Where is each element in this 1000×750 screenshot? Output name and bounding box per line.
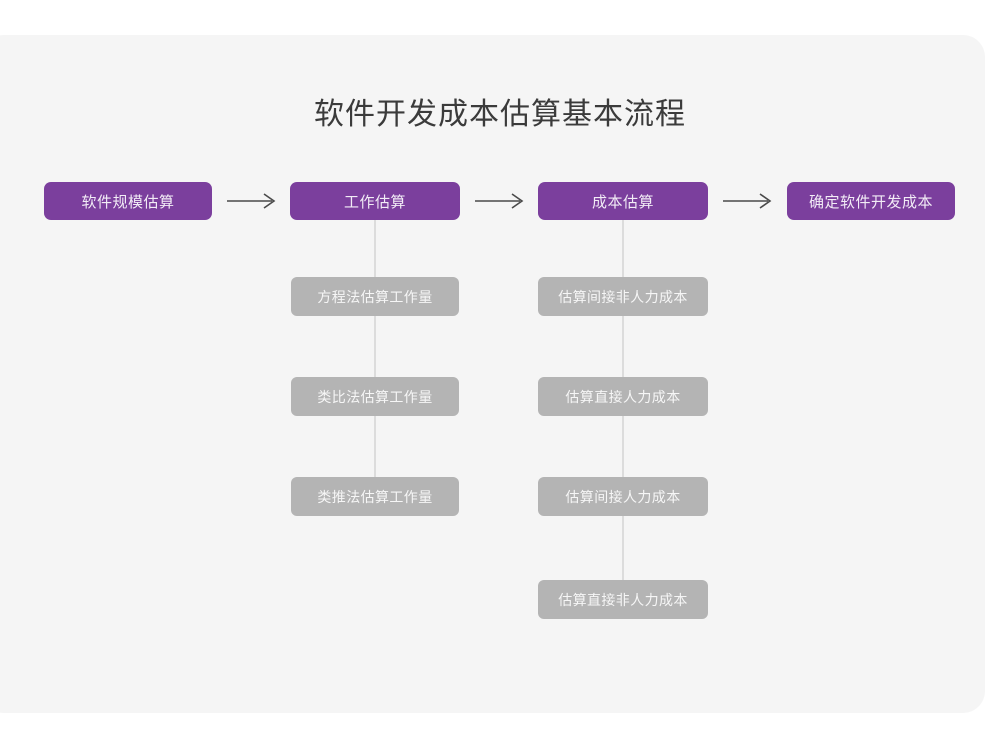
arrow-right-icon <box>722 191 776 211</box>
page-title: 软件开发成本估算基本流程 <box>314 98 686 131</box>
connector-line-work-branch <box>374 220 376 478</box>
branch-node-equation-method[interactable]: 方程法估算工作量 <box>291 277 459 316</box>
branch-node-direct-labor-cost[interactable]: 估算直接人力成本 <box>538 377 708 416</box>
branch-node-label: 类比法估算工作量 <box>317 388 433 405</box>
branch-node-label: 类推法估算工作量 <box>317 488 433 505</box>
branch-node-analogy-method[interactable]: 类比法估算工作量 <box>291 377 459 416</box>
branch-node-indirect-labor-cost[interactable]: 估算间接人力成本 <box>538 477 708 516</box>
branch-node-label: 估算直接人力成本 <box>565 388 681 405</box>
flow-node-cost-estimation[interactable]: 成本估算 <box>538 182 708 220</box>
flow-node-label: 软件规模估算 <box>81 193 175 211</box>
flow-node-software-scale-estimation[interactable]: 软件规模估算 <box>44 182 212 220</box>
flow-node-label: 确定软件开发成本 <box>808 193 933 211</box>
branch-node-label: 估算间接非人力成本 <box>558 288 688 305</box>
arrow-right-icon <box>226 191 280 211</box>
branch-node-label: 估算间接人力成本 <box>565 488 681 505</box>
branch-node-label: 估算直接非人力成本 <box>558 591 688 608</box>
flow-node-label: 工作估算 <box>343 193 406 211</box>
arrow-right-icon <box>474 191 528 211</box>
branch-node-indirect-non-labor-cost[interactable]: 估算间接非人力成本 <box>538 277 708 316</box>
diagram-card-background <box>0 35 985 713</box>
branch-node-direct-non-labor-cost[interactable]: 估算直接非人力成本 <box>538 580 708 619</box>
flow-node-work-estimation[interactable]: 工作估算 <box>290 182 460 220</box>
flow-node-determine-development-cost[interactable]: 确定软件开发成本 <box>787 182 955 220</box>
flow-node-label: 成本估算 <box>591 193 654 211</box>
branch-node-inference-method[interactable]: 类推法估算工作量 <box>291 477 459 516</box>
branch-node-label: 方程法估算工作量 <box>317 288 433 305</box>
